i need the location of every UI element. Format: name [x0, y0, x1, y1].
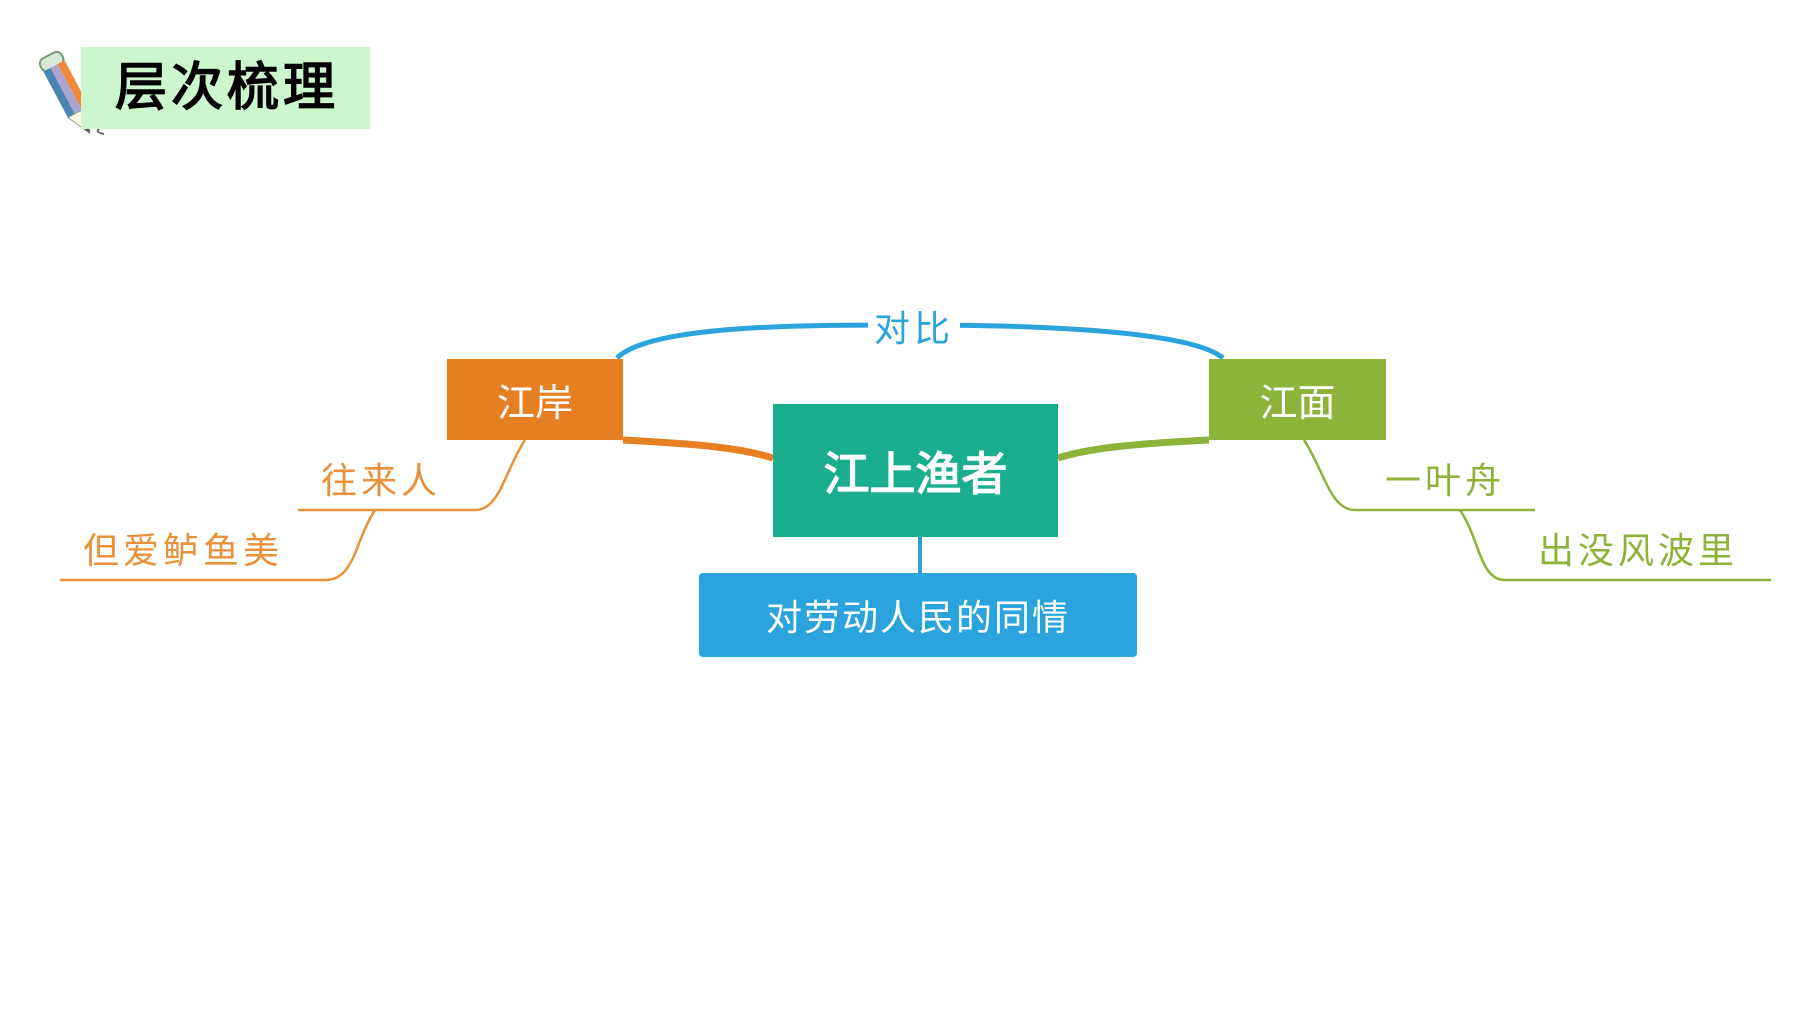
node-center: 江上渔者 [773, 404, 1058, 537]
node-left: 江岸 [447, 359, 623, 440]
left-branch-line [622, 436, 775, 462]
right-branch-line [1056, 436, 1210, 462]
relation-label: 对比 [868, 300, 961, 352]
leaf-right-1: 一叶舟 [1385, 461, 1506, 502]
title-banner [81, 47, 370, 129]
page-title: 层次梳理 [115, 58, 340, 118]
node-right: 江面 [1209, 359, 1386, 440]
leaf-left-1: 往来人 [321, 461, 442, 502]
leaf-right-2: 出没风波里 [1538, 531, 1739, 572]
leaf-left-2: 但爱鲈鱼美 [83, 531, 284, 572]
node-theme: 对劳动人民的同情 [699, 573, 1137, 657]
